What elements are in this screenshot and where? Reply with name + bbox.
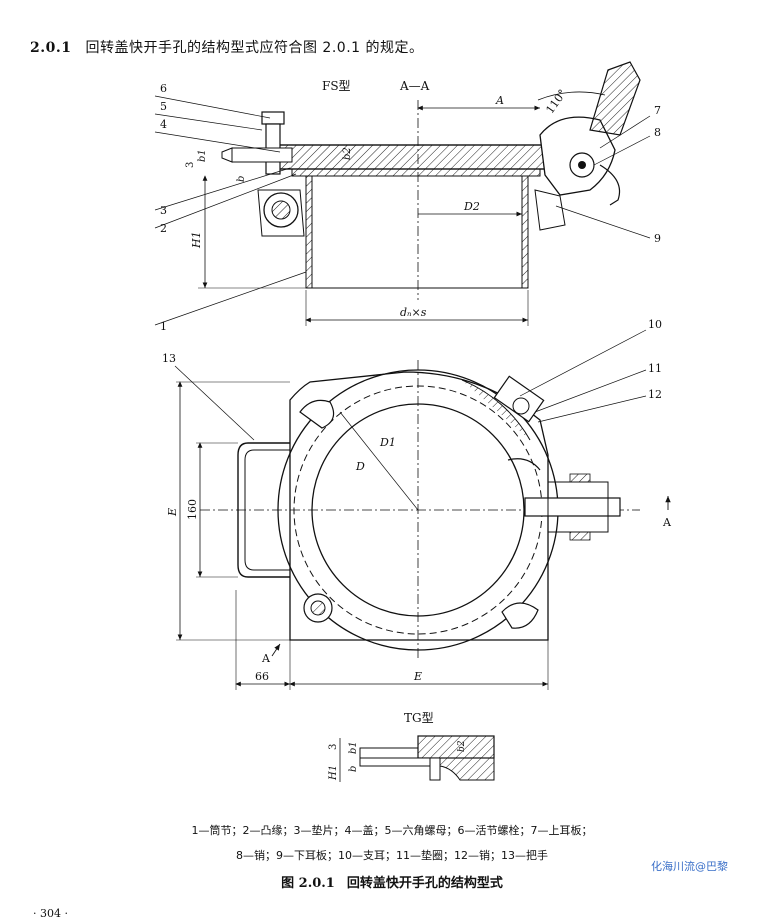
cylinder-wall-left: [305, 175, 313, 289]
watermark: 化海川流@巴黎: [651, 860, 728, 873]
dim-H1: H1: [190, 231, 203, 249]
tg-dim-H1: H1: [328, 765, 339, 781]
figure-title: 回转盖快开手孔的结构型式: [346, 876, 503, 891]
angle-110: 110°: [543, 87, 569, 116]
lid-outline: [289, 371, 549, 641]
tg-dim-b2: b2: [457, 740, 467, 752]
callout-10: 10: [648, 318, 662, 331]
section-label: A—A: [399, 79, 430, 93]
callout-6: 6: [160, 82, 167, 95]
section-mark-right: A: [662, 516, 672, 529]
callout-13: 13: [162, 352, 176, 365]
fs-section-view: FS型 A—A: [154, 61, 661, 333]
dim-E-vertical: E: [166, 508, 179, 517]
callout-11: 11: [648, 362, 662, 375]
section-heading: 2.0.1 回转盖快开手孔的结构型式应符合图 2.0.1 的规定。: [30, 37, 424, 57]
dim-D: D: [355, 460, 365, 473]
handle: [237, 442, 290, 578]
callout-3: 3: [160, 204, 167, 217]
section-mark-left: A: [261, 652, 271, 665]
callout-4: 4: [160, 118, 167, 131]
section-number: 2.0.1: [30, 40, 72, 56]
callout-12: 12: [648, 388, 662, 401]
hex-nut: [261, 111, 285, 125]
figure-caption: 图 2.0.1 回转盖快开手孔的结构型式: [0, 872, 784, 891]
legend-line-1: 1—筒节；2—凸缘；3—垫片；4—盖；5—六角螺母；6—活节螺栓；7—上耳板；: [191, 824, 593, 837]
tg-dim-b1: b1: [348, 741, 359, 754]
tg-detail-view: TG型 3 H1 b b1 b2: [328, 711, 495, 782]
fs-type-label: FS型: [322, 79, 351, 93]
dim-D2: D2: [463, 200, 480, 213]
fs-callouts: 6 5 4 3 2 1 7 8 9: [154, 82, 661, 333]
dim-66: 66: [255, 670, 269, 683]
dim-b1: b1: [197, 149, 208, 162]
flange: [291, 168, 541, 177]
dim-3: 3: [185, 162, 196, 168]
plan-hinge-right: [524, 473, 621, 541]
dim-b: b: [236, 176, 247, 182]
cylinder-wall-right: [521, 175, 529, 289]
tg-lid: [417, 735, 495, 759]
dim-E-horizontal: E: [413, 670, 422, 683]
dim-D1: D1: [379, 436, 396, 449]
tg-type-label: TG型: [404, 711, 434, 725]
tg-dim-b: b: [348, 766, 359, 772]
figure-number: 图 2.0.1: [281, 876, 335, 891]
tg-dim-3: 3: [328, 744, 339, 750]
section-text: 回转盖快开手孔的结构型式应符合图 2.0.1 的规定。: [85, 40, 424, 56]
callout-8: 8: [654, 126, 661, 139]
callout-1: 1: [160, 320, 167, 333]
callout-2: 2: [160, 222, 167, 235]
dim-b2: b2: [342, 147, 353, 160]
support-ear: [493, 375, 545, 423]
page-number: · 304 ·: [33, 907, 68, 920]
callout-5: 5: [160, 100, 167, 113]
handle-lever: [589, 61, 641, 136]
dim-A: A: [495, 94, 504, 107]
callout-7: 7: [654, 104, 661, 117]
legend-line-2: 8—销；9—下耳板；10—支耳；11—垫圈；12—销；13—把手: [236, 849, 548, 862]
slot-top-left: [299, 399, 335, 429]
dim-dn-s: dₙ×s: [400, 306, 427, 319]
plan-view: E 160 66 E D D1 A A 13: [162, 318, 672, 690]
lid-plate: [277, 144, 551, 170]
lower-ear-plate: [534, 189, 566, 231]
dim-160: 160: [186, 499, 199, 520]
callout-9: 9: [654, 232, 661, 245]
slot-bottom-right: [501, 602, 539, 629]
